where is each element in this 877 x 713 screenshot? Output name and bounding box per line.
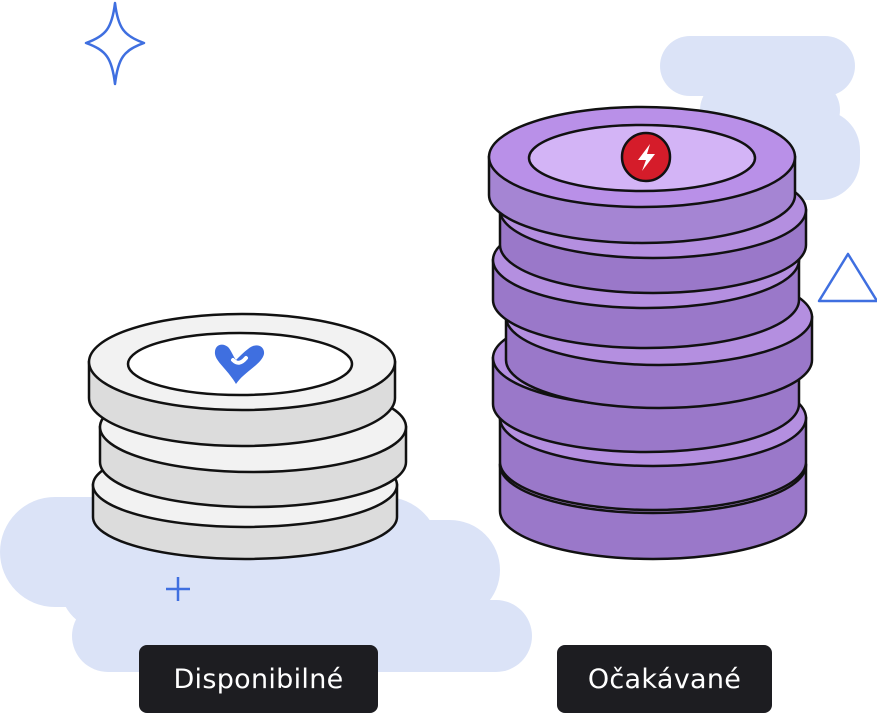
grey-coin — [87, 312, 397, 448]
plus-icon — [166, 577, 190, 601]
triangle-icon — [817, 252, 877, 303]
heart-icon — [214, 344, 265, 384]
sparkle-icon — [84, 1, 146, 86]
lightning-bolt-icon — [620, 131, 672, 183]
expected-label: Očakávané — [557, 645, 772, 713]
available-label: Disponibilné — [139, 645, 378, 713]
available-coin-stack — [87, 312, 408, 561]
